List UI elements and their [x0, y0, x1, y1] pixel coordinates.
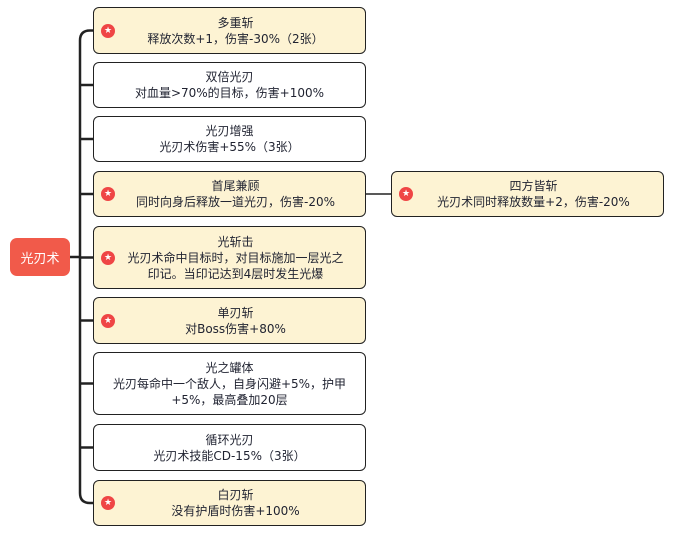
node-title: 单刃斩 [217, 305, 254, 320]
node-title: 循环光刃 [205, 432, 254, 447]
node-title: 首尾兼顾 [211, 179, 260, 193]
node-sifangjiezhan[interactable]: ★ 四方皆斩 光刃术同时释放数量+2，伤害-20% [391, 171, 664, 217]
node-desc: 光刃术伤害+55%（3张） [159, 140, 300, 154]
node-title: 四方皆斩 [509, 179, 558, 193]
node-desc: 光刃术技能CD-15%（3张） [153, 448, 306, 463]
star-icon: ★ [399, 187, 413, 201]
node-desc: 光刃术命中目标时，对目标施加一层光之 [127, 250, 344, 265]
node-duochongzhan[interactable]: ★ 多重斩 释放次数+1，伤害-30%（2张） [93, 7, 366, 54]
node-desc: 光刃术同时释放数量+2，伤害-20% [437, 195, 630, 209]
star-icon: ★ [101, 496, 115, 510]
node-shouweijiangu[interactable]: ★ 首尾兼顾 同时向身后释放一道光刃，伤害-20% [93, 171, 366, 217]
node-desc: 对血量>70%的目标，伤害+100% [134, 86, 325, 100]
node-desc: 同时向身后释放一道光刃，伤害-20% [135, 195, 335, 209]
node-title: 双倍光刃 [205, 70, 254, 84]
node-desc: 印记。当印记达到4层时发生光爆 [147, 266, 324, 281]
node-desc: 对Boss伤害+80% [185, 321, 286, 336]
node-danrenzhan[interactable]: ★ 单刃斩 对Boss伤害+80% [93, 297, 366, 344]
node-title: 光斩击 [217, 234, 254, 249]
node-title: 多重斩 [217, 15, 254, 30]
node-guangzhiguanti[interactable]: 光之罐体 光刃每命中一个敌人，自身闪避+5%，护甲 +5%，最高叠加20层 [93, 352, 366, 415]
star-icon: ★ [101, 313, 115, 328]
node-shuangbeiguangren[interactable]: 双倍光刃 对血量>70%的目标，伤害+100% [93, 62, 366, 108]
star-icon: ★ [101, 23, 115, 38]
star-icon: ★ [101, 250, 115, 265]
node-desc: 没有护盾时伤害+100% [171, 504, 300, 518]
node-title: 光刃增强 [205, 124, 254, 138]
node-bairenzhan[interactable]: ★ 白刃斩 没有护盾时伤害+100% [93, 480, 366, 526]
root-node-guangrenshu[interactable]: 光刃术 [10, 238, 70, 276]
root-label: 光刃术 [20, 251, 60, 267]
node-guangzhanji[interactable]: ★ 光斩击 光刃术命中目标时，对目标施加一层光之 印记。当印记达到4层时发生光爆 [93, 226, 366, 289]
node-xunhuanguangren[interactable]: 循环光刃 光刃术技能CD-15%（3张） [93, 424, 366, 471]
trunk-line [78, 29, 91, 505]
node-desc: 光刃每命中一个敌人，自身闪避+5%，护甲 [112, 376, 347, 391]
node-guangrenzengqiang[interactable]: 光刃增强 光刃术伤害+55%（3张） [93, 116, 366, 162]
node-title: 光之罐体 [205, 360, 254, 375]
node-desc: 释放次数+1，伤害-30%（2张） [147, 31, 324, 46]
star-icon: ★ [101, 187, 115, 201]
node-title: 白刃斩 [217, 488, 254, 502]
node-desc: +5%，最高叠加20层 [171, 392, 288, 407]
